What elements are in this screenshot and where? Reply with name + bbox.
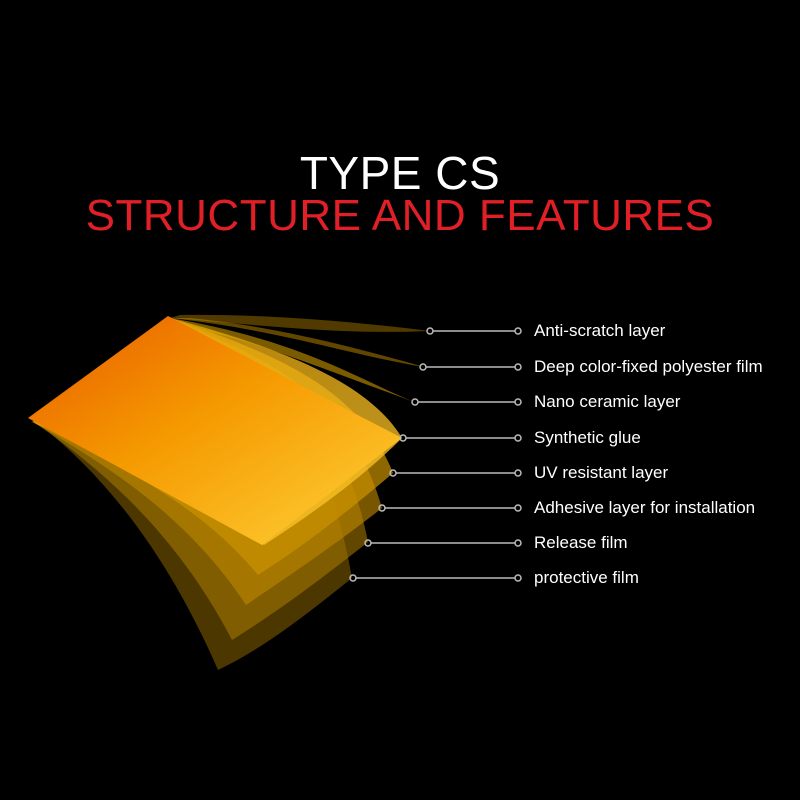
title-line-1: TYPE CS [299, 147, 501, 199]
film-top-sheet [28, 316, 402, 545]
layer-label-release: Release film [534, 533, 628, 552]
layer-label-protective: protective film [534, 568, 639, 587]
leader-line-protective [349, 574, 522, 582]
leader-line-release [364, 539, 522, 547]
layer-label-adhesive: Adhesive layer for installation [534, 498, 756, 517]
leader-line-glue [399, 434, 522, 442]
layer-label-glue: Synthetic glue [534, 428, 641, 447]
layer-label-antiscratch: Anti-scratch layer [534, 321, 666, 340]
film-layer-polyester [170, 318, 424, 367]
layer-label-uv: UV resistant layer [534, 463, 669, 482]
leader-line-polyester [419, 363, 522, 371]
leader-lines [349, 327, 522, 582]
title-line-2: STRUCTURE AND FEATURES [85, 191, 715, 240]
film-stack [28, 314, 430, 670]
layer-label-ceramic: Nano ceramic layer [534, 392, 681, 411]
leader-line-antiscratch [426, 327, 522, 335]
layer-label-polyester: Deep color-fixed polyester film [534, 357, 763, 376]
leader-line-adhesive [378, 504, 522, 512]
film-layer-antiscratch [170, 314, 430, 332]
leader-line-ceramic [411, 398, 522, 406]
leader-line-uv [389, 469, 522, 477]
